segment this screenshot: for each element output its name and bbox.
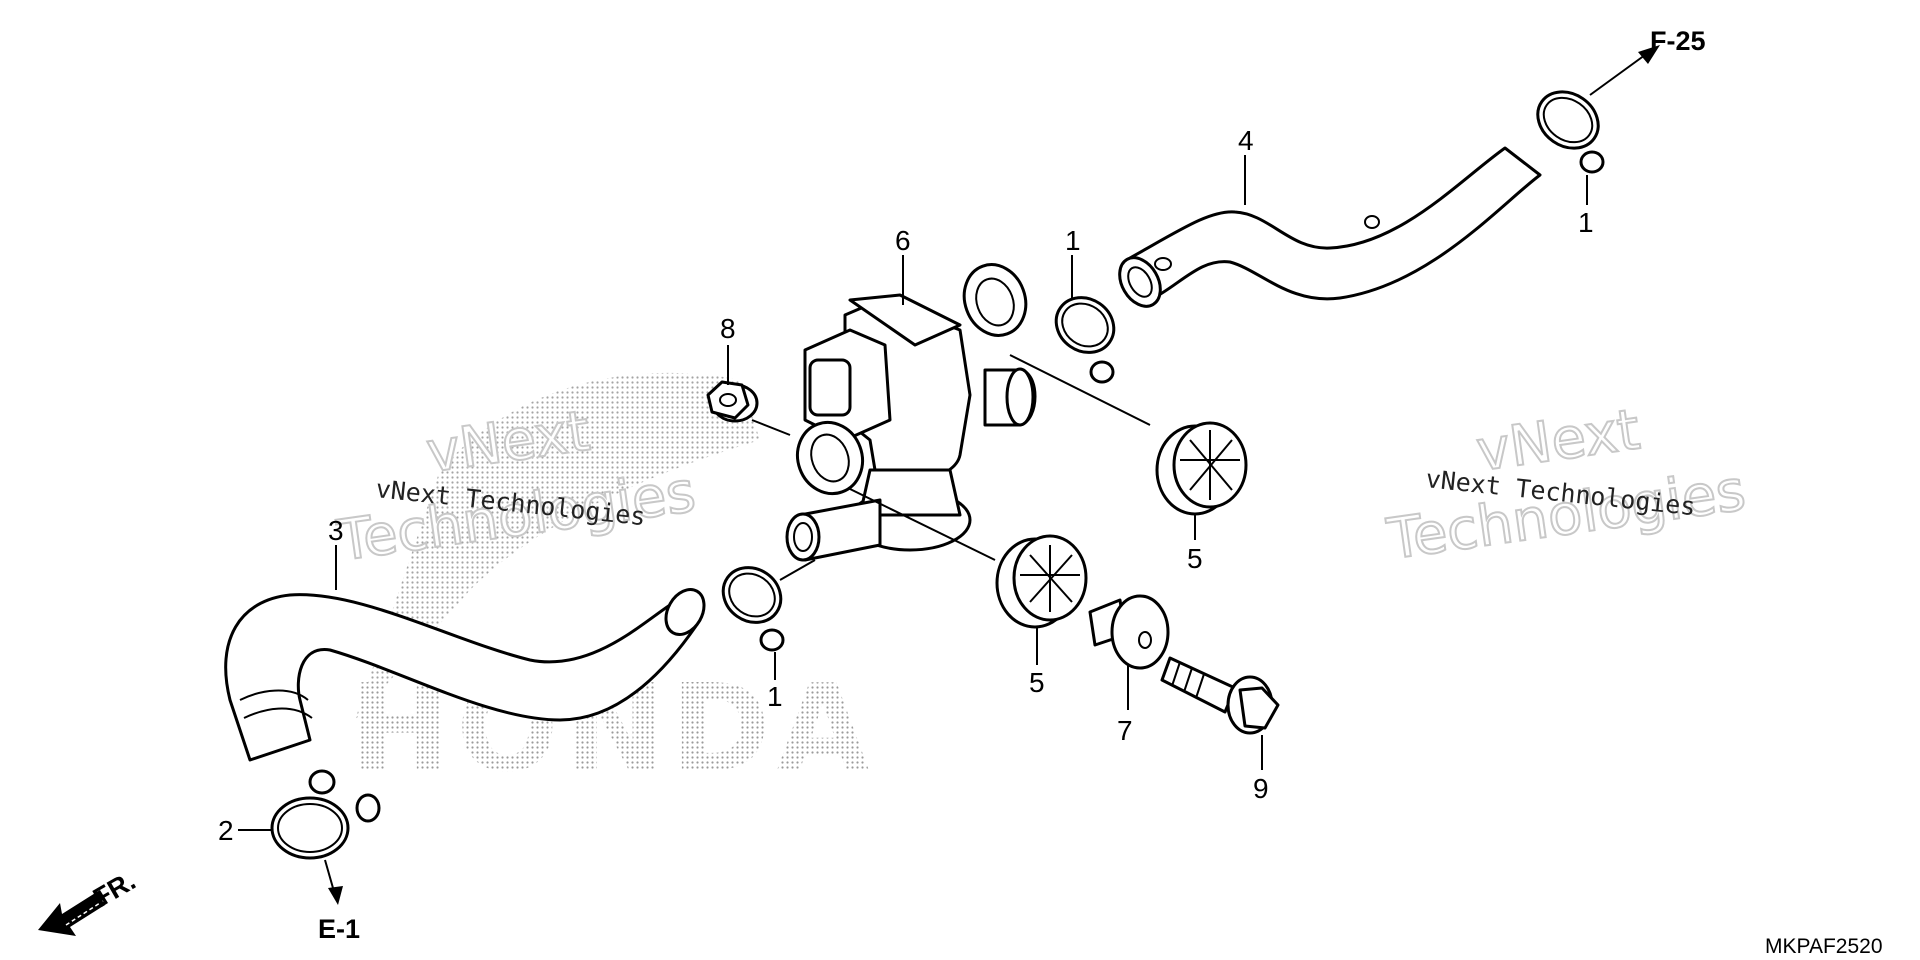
collar-7[interactable] (1088, 594, 1170, 670)
rubber-mount-5-upper[interactable] (1155, 421, 1248, 516)
flange-bolt-9[interactable] (1160, 656, 1280, 735)
hose-clamp-middle[interactable] (1046, 286, 1125, 384)
hose-clamp-2[interactable] (270, 769, 381, 860)
callout-5-lower: 5 (1029, 667, 1045, 698)
callout-1-middle: 1 (1065, 225, 1081, 256)
flange-nut-8[interactable] (706, 380, 759, 423)
callout-9: 9 (1253, 773, 1269, 804)
callout-7: 7 (1117, 715, 1133, 746)
drawing-code: MKPAF2520 (1765, 935, 1883, 958)
callout-2: 2 (218, 815, 234, 846)
hose-clamp-top-right[interactable] (1527, 80, 1609, 174)
callout-5-upper: 5 (1187, 543, 1203, 574)
callout-1-lower: 1 (767, 681, 783, 712)
callout-3: 3 (328, 515, 344, 546)
reference-f25[interactable]: F-25 (1650, 26, 1706, 56)
hose-3[interactable] (224, 583, 712, 762)
callout-6: 6 (895, 225, 911, 256)
hose-4[interactable] (1111, 146, 1542, 314)
callout-1-top-right: 1 (1578, 207, 1594, 238)
reference-e1[interactable]: E-1 (318, 914, 360, 944)
front-direction-arrow-icon (38, 890, 108, 936)
leader-lines (238, 155, 1588, 831)
callout-8: 8 (720, 313, 736, 344)
callout-4: 4 (1238, 125, 1254, 156)
rubber-mount-5-lower[interactable] (995, 534, 1088, 629)
reference-arrow-icon (324, 45, 1660, 905)
callout-labels: 4 1 1 6 8 5 5 7 9 3 2 1 (218, 125, 1594, 846)
hose-clamp-lower-middle[interactable] (713, 556, 792, 652)
air-injection-valve-6[interactable] (785, 256, 1037, 562)
